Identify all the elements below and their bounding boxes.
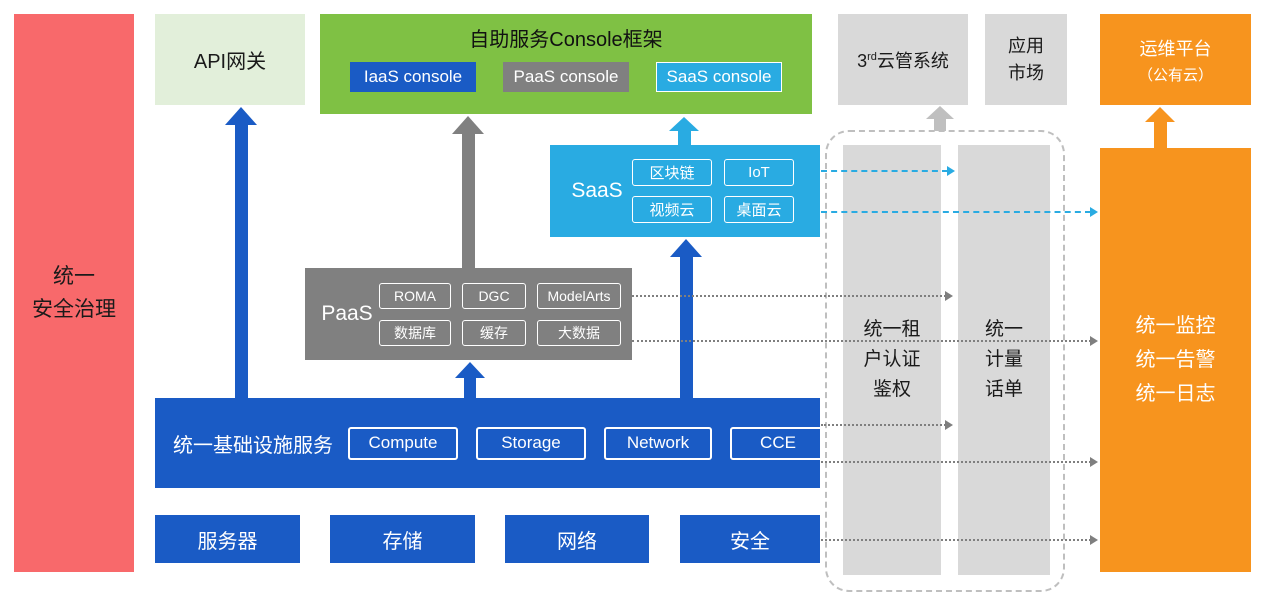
arrow-infra-to-api-gateway-icon	[225, 107, 257, 398]
chip-video-cloud: 视频云	[632, 196, 712, 223]
console-frame-title: 自助服务Console框架	[469, 29, 663, 51]
storage-box: 存储	[330, 515, 475, 563]
saas-console-button: SaaS console	[656, 62, 782, 92]
paas-console-button: PaaS console	[503, 62, 629, 92]
auth-bar-line2: 户认证	[863, 349, 921, 370]
network-label: 网络	[557, 530, 597, 553]
ops-platform-box: 运维平台 （公有云）	[1100, 14, 1251, 105]
paas-box: PaaS ROMA DGC ModelArts 数据库 缓存 大数据	[305, 268, 632, 360]
app-market-line2: 市场	[1008, 62, 1044, 83]
third-party-sup: rd	[867, 50, 877, 63]
security-governance-line2: 安全治理	[32, 298, 116, 321]
infra-label: 统一基础设施服务	[173, 434, 333, 457]
dashed-arrow-saas-to-metering-icon	[821, 166, 955, 176]
storage-label: 存储	[382, 530, 423, 553]
chip-blockchain: 区块链	[632, 159, 712, 186]
dotted-arrow-infra-to-metering-icon	[821, 420, 953, 430]
chip-cache: 缓存	[462, 319, 526, 346]
infra-box: 统一基础设施服务 Compute Storage Network CCE	[155, 398, 826, 488]
auth-bar-line1: 统一租	[863, 319, 921, 340]
app-market-line1: 应用	[1008, 35, 1044, 56]
ops-platform-line2: （公有云）	[1137, 66, 1213, 84]
arrow-infra-to-paas-icon	[455, 362, 485, 398]
third-party-cloud-box: 3rd云管系统	[838, 14, 968, 105]
auth-bar-line3: 鉴权	[872, 379, 911, 400]
arrow-to-third-party-cloud-icon	[926, 106, 954, 131]
chip-desktop-cloud: 桌面云	[724, 196, 794, 223]
dotted-arrow-paas-to-monitoring-icon	[632, 336, 1098, 346]
auth-bar: 统一租 户认证 鉴权	[843, 145, 941, 575]
metering-bar-line1: 统一	[984, 319, 1023, 340]
chip-compute: Compute	[348, 426, 458, 460]
app-market-box: 应用 市场	[985, 14, 1067, 105]
chip-network: Network	[604, 426, 712, 460]
saas-label: SaaS	[571, 179, 623, 202]
chip-cce: CCE	[730, 426, 826, 460]
chip-dgc: DGC	[462, 282, 526, 309]
dashed-group-container	[825, 130, 1065, 592]
api-gateway-box: API网关	[155, 14, 305, 105]
monitoring-bar: 统一监控 统一告警 统一日志	[1100, 148, 1251, 572]
dotted-arrow-paas-to-metering-icon	[632, 291, 953, 301]
iaas-console-button: IaaS console	[350, 62, 476, 92]
dotted-arrow-infra-to-monitoring-icon	[821, 457, 1098, 467]
third-party-suffix: 云管系统	[876, 50, 949, 71]
arrow-infra-to-saas-icon	[670, 239, 702, 398]
chip-storage: Storage	[476, 426, 586, 460]
arrow-to-ops-platform-icon	[1145, 107, 1175, 148]
third-party-cloud-label: 3rd云管系统	[857, 47, 949, 73]
third-party-prefix: 3	[857, 50, 868, 71]
metering-bar: 统一 计量 话单	[958, 145, 1050, 575]
monitoring-line1: 统一监控	[1135, 315, 1216, 337]
chip-bigdata: 大数据	[537, 319, 621, 346]
network-box: 网络	[505, 515, 649, 563]
ops-platform-line1: 运维平台	[1139, 38, 1212, 59]
dotted-arrow-security-to-monitoring-icon	[821, 535, 1098, 545]
security-label: 安全	[730, 530, 770, 553]
monitoring-line3: 统一日志	[1135, 383, 1216, 405]
server-label: 服务器	[197, 530, 258, 553]
chip-database: 数据库	[379, 319, 451, 346]
metering-bar-line2: 计量	[984, 349, 1023, 370]
security-box: 安全	[680, 515, 820, 563]
security-governance-line1: 统一	[53, 265, 95, 288]
monitoring-line2: 统一告警	[1135, 349, 1216, 371]
paas-label: PaaS	[321, 302, 373, 325]
chip-iot: IoT	[724, 159, 794, 186]
arrow-saas-to-console-icon	[669, 117, 699, 145]
console-frame-box: 自助服务Console框架 IaaS console PaaS console …	[320, 14, 812, 114]
saas-box: SaaS 区块链 IoT 视频云 桌面云	[550, 145, 820, 237]
security-governance-bar: 统一 安全治理	[14, 14, 134, 572]
chip-roma: ROMA	[379, 282, 451, 309]
dashed-arrow-saas-to-monitoring-icon	[821, 207, 1098, 217]
arrow-paas-to-console-icon	[452, 116, 484, 268]
api-gateway-label: API网关	[193, 51, 267, 73]
metering-bar-line3: 话单	[984, 379, 1023, 400]
server-box: 服务器	[155, 515, 300, 563]
chip-modelarts: ModelArts	[537, 282, 621, 309]
